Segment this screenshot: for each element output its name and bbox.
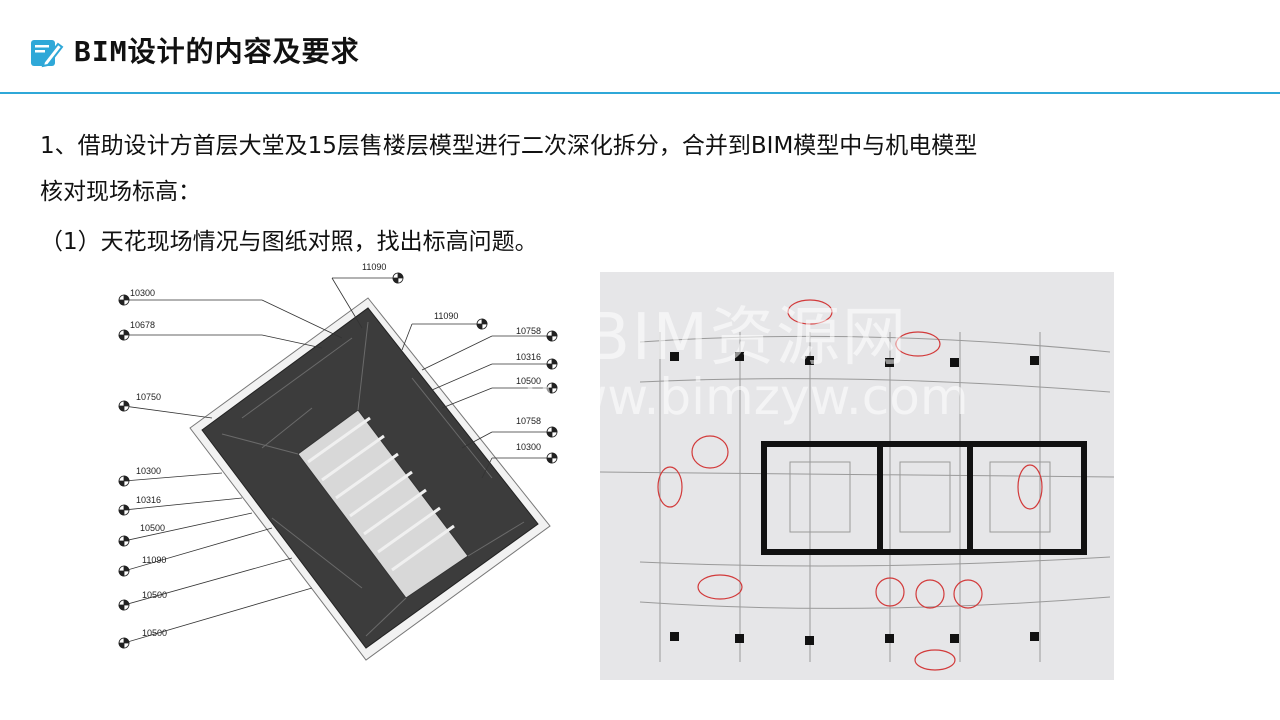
- elevation-label: 11090: [362, 262, 386, 272]
- elevation-label: 10750: [136, 392, 161, 402]
- header-divider: [0, 92, 1280, 94]
- elevation-label: 10500: [142, 590, 167, 600]
- elevation-label: 10300: [136, 466, 161, 476]
- page-title: BIM设计的内容及要求: [74, 35, 360, 68]
- elevation-labels: 11090 10300 10678 10750 10300 10316 1050…: [130, 262, 541, 638]
- body-line-1: 1、借助设计方首层大堂及15层售楼层模型进行二次深化拆分，合并到BIM模型中与机…: [40, 133, 978, 159]
- elevation-label: 10300: [130, 288, 155, 298]
- elevation-label: 10316: [136, 495, 161, 505]
- ceiling-model: [189, 297, 551, 661]
- elevation-label: 10500: [142, 628, 167, 638]
- elevation-label: 10500: [516, 376, 541, 386]
- edit-note-icon: [31, 40, 64, 68]
- marked-up-floor-plan: [600, 272, 1114, 680]
- elevation-label: 10758: [516, 326, 541, 336]
- elevation-label: 10500: [140, 523, 165, 533]
- elevation-label: 10678: [130, 320, 155, 330]
- slide-header: BIM设计的内容及要求: [0, 0, 1280, 96]
- elevation-label: 10300: [516, 442, 541, 452]
- elevation-label: 11090: [434, 311, 458, 321]
- elevation-label: 10758: [516, 416, 541, 426]
- elevation-label: 10316: [516, 352, 541, 362]
- elevation-label: 11090: [142, 555, 166, 565]
- bim-ceiling-model-figure: 11090 10300 10678 10750 10300 10316 1050…: [118, 262, 558, 661]
- body-line-2: 核对现场标高：: [40, 179, 201, 205]
- elevation-markers: [118, 272, 558, 649]
- elevation-callouts: [123, 277, 552, 644]
- body-line-3: （1）天花现场情况与图纸对照，找出标高问题。: [40, 229, 538, 255]
- site-drawing-photo: [600, 272, 1114, 680]
